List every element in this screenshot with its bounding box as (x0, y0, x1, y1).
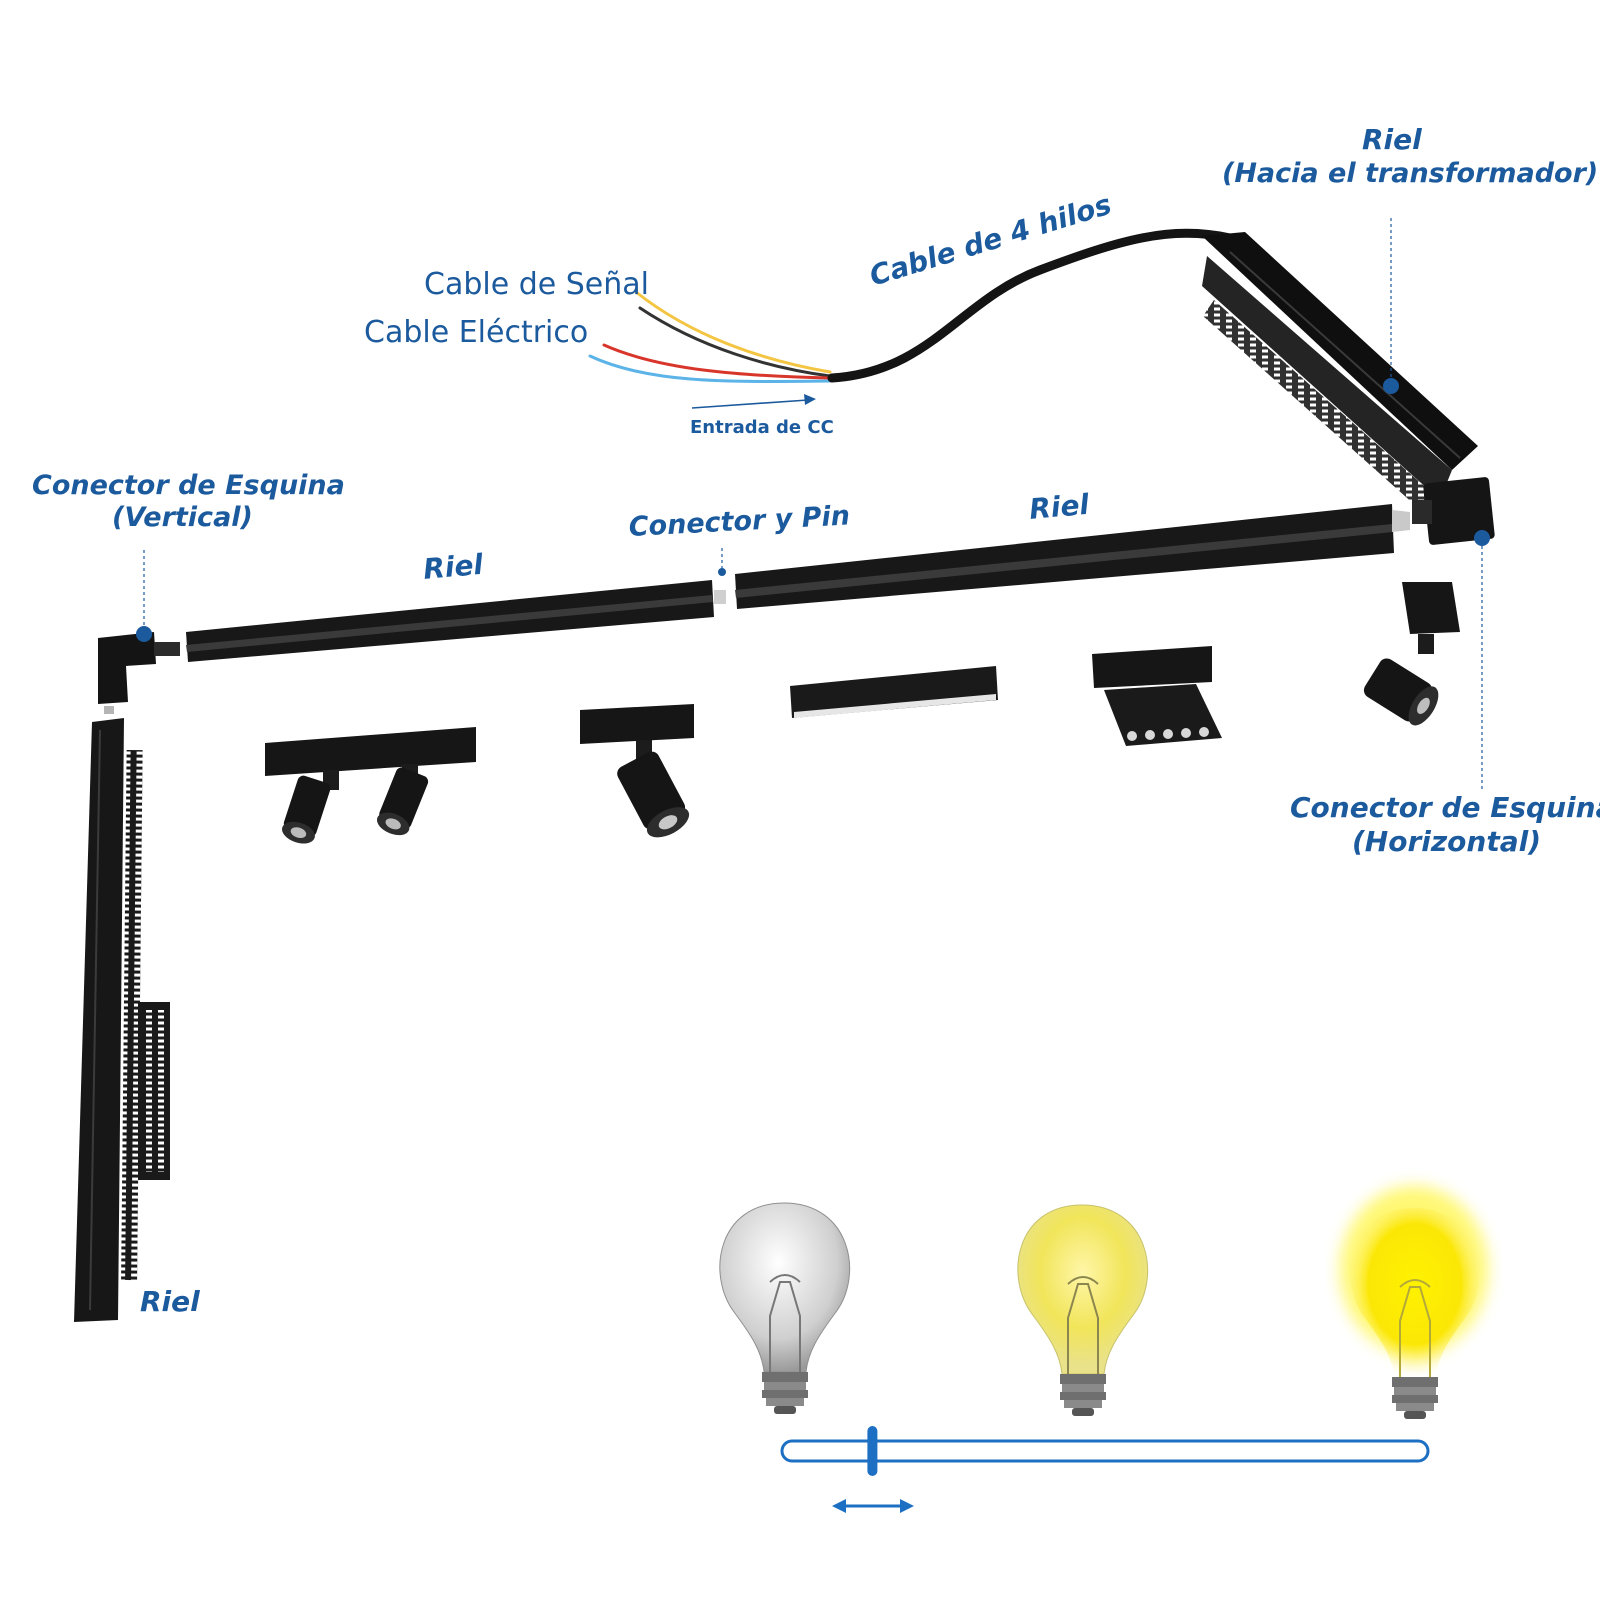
signal-wire-yellow (634, 290, 832, 374)
double-arrow-icon (832, 1499, 914, 1513)
vertical-corner-connector (98, 632, 180, 714)
linear-grille-light (138, 1002, 170, 1180)
vertical-connector-dot (136, 626, 152, 642)
four-wire-cable (827, 228, 1235, 383)
entrada-cc-label: Entrada de CC (690, 417, 834, 438)
grille-spotlight (1092, 646, 1222, 746)
bulb-off (719, 1202, 850, 1414)
signal-wire-black (638, 306, 832, 378)
diagonal-rail (1202, 232, 1478, 514)
right-spotlight (1363, 582, 1460, 726)
dc-input-arrow (691, 394, 816, 409)
connector-pin-dot (718, 568, 726, 576)
conector-vertical-subtitle: (Vertical) (112, 502, 253, 533)
conector-vertical-title: Conector de Esquina (32, 470, 345, 501)
riel-left-label: Riel (421, 547, 485, 586)
double-spotlight (265, 727, 476, 844)
cable-electrico-label: Cable Eléctrico (364, 315, 589, 350)
riel-center-label: Riel (1027, 487, 1091, 526)
riel-transformer-subtitle: (Hacia el transformador) (1222, 158, 1599, 189)
linear-bar-light (790, 666, 998, 718)
input-wires (588, 290, 832, 383)
power-wire-blue (588, 354, 832, 383)
dimmer-track[interactable] (780, 1439, 1430, 1463)
dimmer-handle[interactable] (867, 1426, 878, 1476)
rail-left (186, 580, 714, 662)
rail-vertical (74, 718, 143, 1322)
riel-transformer-title: Riel (1362, 123, 1422, 156)
power-wire-red (602, 343, 832, 380)
horizontal-corner-connector (1412, 477, 1495, 545)
bulb-half (1017, 1204, 1148, 1416)
conector-horizontal-title: Conector de Esquina (1290, 791, 1600, 824)
connector-pin (714, 590, 726, 604)
conector-horizontal-subtitle: (Horizontal) (1352, 825, 1542, 858)
diagonal-rail-dot (1383, 378, 1399, 394)
dimmer-slider[interactable] (780, 1426, 1430, 1513)
bulb-full (1340, 1186, 1488, 1419)
single-spotlight (580, 704, 694, 838)
riel-bottom-label: Riel (140, 1285, 200, 1318)
horizontal-connector-dot (1474, 530, 1490, 546)
marker-dots (136, 378, 1490, 642)
rail-center (735, 504, 1410, 609)
cable-senal-label: Cable de Señal (424, 267, 649, 302)
